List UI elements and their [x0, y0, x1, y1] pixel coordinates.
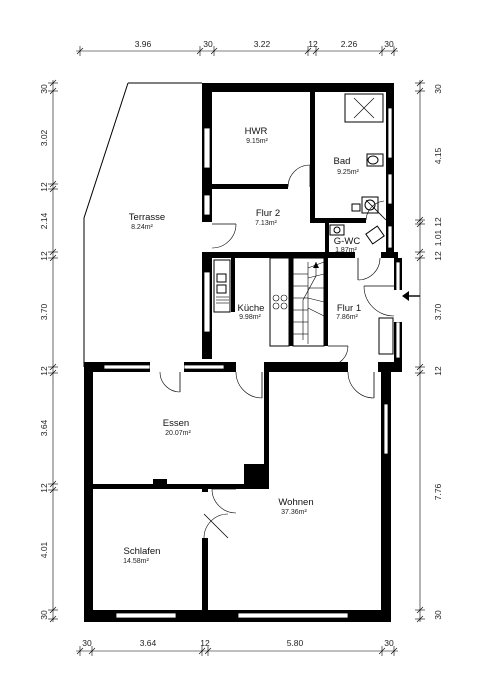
dim-top-6: 30: [384, 39, 394, 49]
dim-top-3: 3.22: [254, 39, 271, 49]
dim-top-1: 3.96: [135, 39, 152, 49]
dim-right-1: 30: [433, 84, 443, 94]
room-wohnen-name: Wohnen: [278, 497, 313, 508]
room-kueche-name: Küche: [238, 303, 265, 314]
room-schlafen-area: 14.58m²: [123, 558, 149, 565]
doors: [150, 164, 402, 539]
room-labels: HWR 9.15m² Bad 9.25m² Terrasse 8.24m² Fl…: [123, 126, 361, 565]
room-flur2-area: 7.13m²: [255, 220, 277, 227]
toilet-icon: [351, 153, 384, 214]
room-bad-area: 9.25m²: [337, 169, 359, 176]
dim-bottom-4: 5.80: [287, 638, 304, 648]
dim-right-8: 7.76: [433, 483, 443, 500]
room-gwc-name: G-WC: [334, 236, 361, 247]
room-terrasse-name: Terrasse: [129, 212, 165, 223]
dim-left-7: 12: [39, 366, 49, 376]
dim-bottom-1: 30: [82, 638, 92, 648]
dim-right-7: 12: [433, 366, 443, 376]
dim-right-4: 1.01: [433, 229, 443, 246]
room-kueche-area: 9.98m²: [239, 314, 261, 321]
dim-top-5: 2.26: [341, 39, 358, 49]
dim-bottom-2: 3.64: [140, 638, 157, 648]
dim-left-4: 2.14: [39, 212, 49, 229]
dim-right-2: 4.15: [433, 147, 443, 164]
room-bad-name: Bad: [334, 156, 351, 167]
staircase-icon: [292, 257, 325, 347]
right-ticks: [415, 79, 425, 623]
room-essen-area: 20.07m²: [165, 430, 191, 437]
dim-left-11: 30: [39, 610, 49, 620]
dim-right-3: 12: [433, 217, 443, 227]
stove-icon: [213, 257, 290, 347]
dim-left-5: 12: [39, 251, 49, 261]
room-gwc-area: 1.87m²: [335, 247, 357, 254]
bottom-ticks: [76, 646, 398, 656]
dim-right-6: 3.70: [433, 303, 443, 320]
room-terrasse-area: 8.24m²: [131, 224, 153, 231]
room-flur1-name: Flur 1: [337, 303, 361, 314]
room-hwr-name: HWR: [245, 126, 268, 137]
dimension-lines: 3.96 30 3.22 12 2.26 30 30 3.64 12 5.80 …: [39, 39, 443, 656]
dim-left-2: 3.02: [39, 129, 49, 146]
dim-bottom-5: 30: [384, 638, 394, 648]
windows: [103, 107, 401, 619]
room-essen-name: Essen: [163, 418, 189, 429]
dim-left-6: 3.70: [39, 303, 49, 320]
dim-top-4: 12: [308, 39, 318, 49]
dim-left-10: 4.01: [39, 541, 49, 558]
room-schlafen-name: Schlafen: [124, 546, 161, 557]
entrance-arrow-icon: [402, 291, 420, 301]
dim-right-5: 12: [433, 251, 443, 261]
dim-bottom-3: 12: [200, 638, 210, 648]
room-hwr-area: 9.15m²: [246, 138, 268, 145]
dim-right-9: 30: [433, 610, 443, 620]
dim-left-1: 30: [39, 84, 49, 94]
walls: [84, 83, 402, 622]
room-wohnen-area: 37.36m²: [281, 509, 307, 516]
shower-icon: [344, 93, 384, 123]
fixtures: [213, 93, 420, 355]
dim-top-2: 30: [203, 39, 213, 49]
dim-left-3: 12: [39, 182, 49, 192]
room-flur2-name: Flur 2: [256, 208, 280, 219]
dim-left-9: 12: [39, 483, 49, 493]
sink-icon: [329, 224, 385, 245]
dim-left-8: 3.64: [39, 419, 49, 436]
top-ticks: [76, 46, 398, 56]
left-ticks: [48, 79, 58, 623]
room-flur1-area: 7.86m²: [336, 314, 358, 321]
